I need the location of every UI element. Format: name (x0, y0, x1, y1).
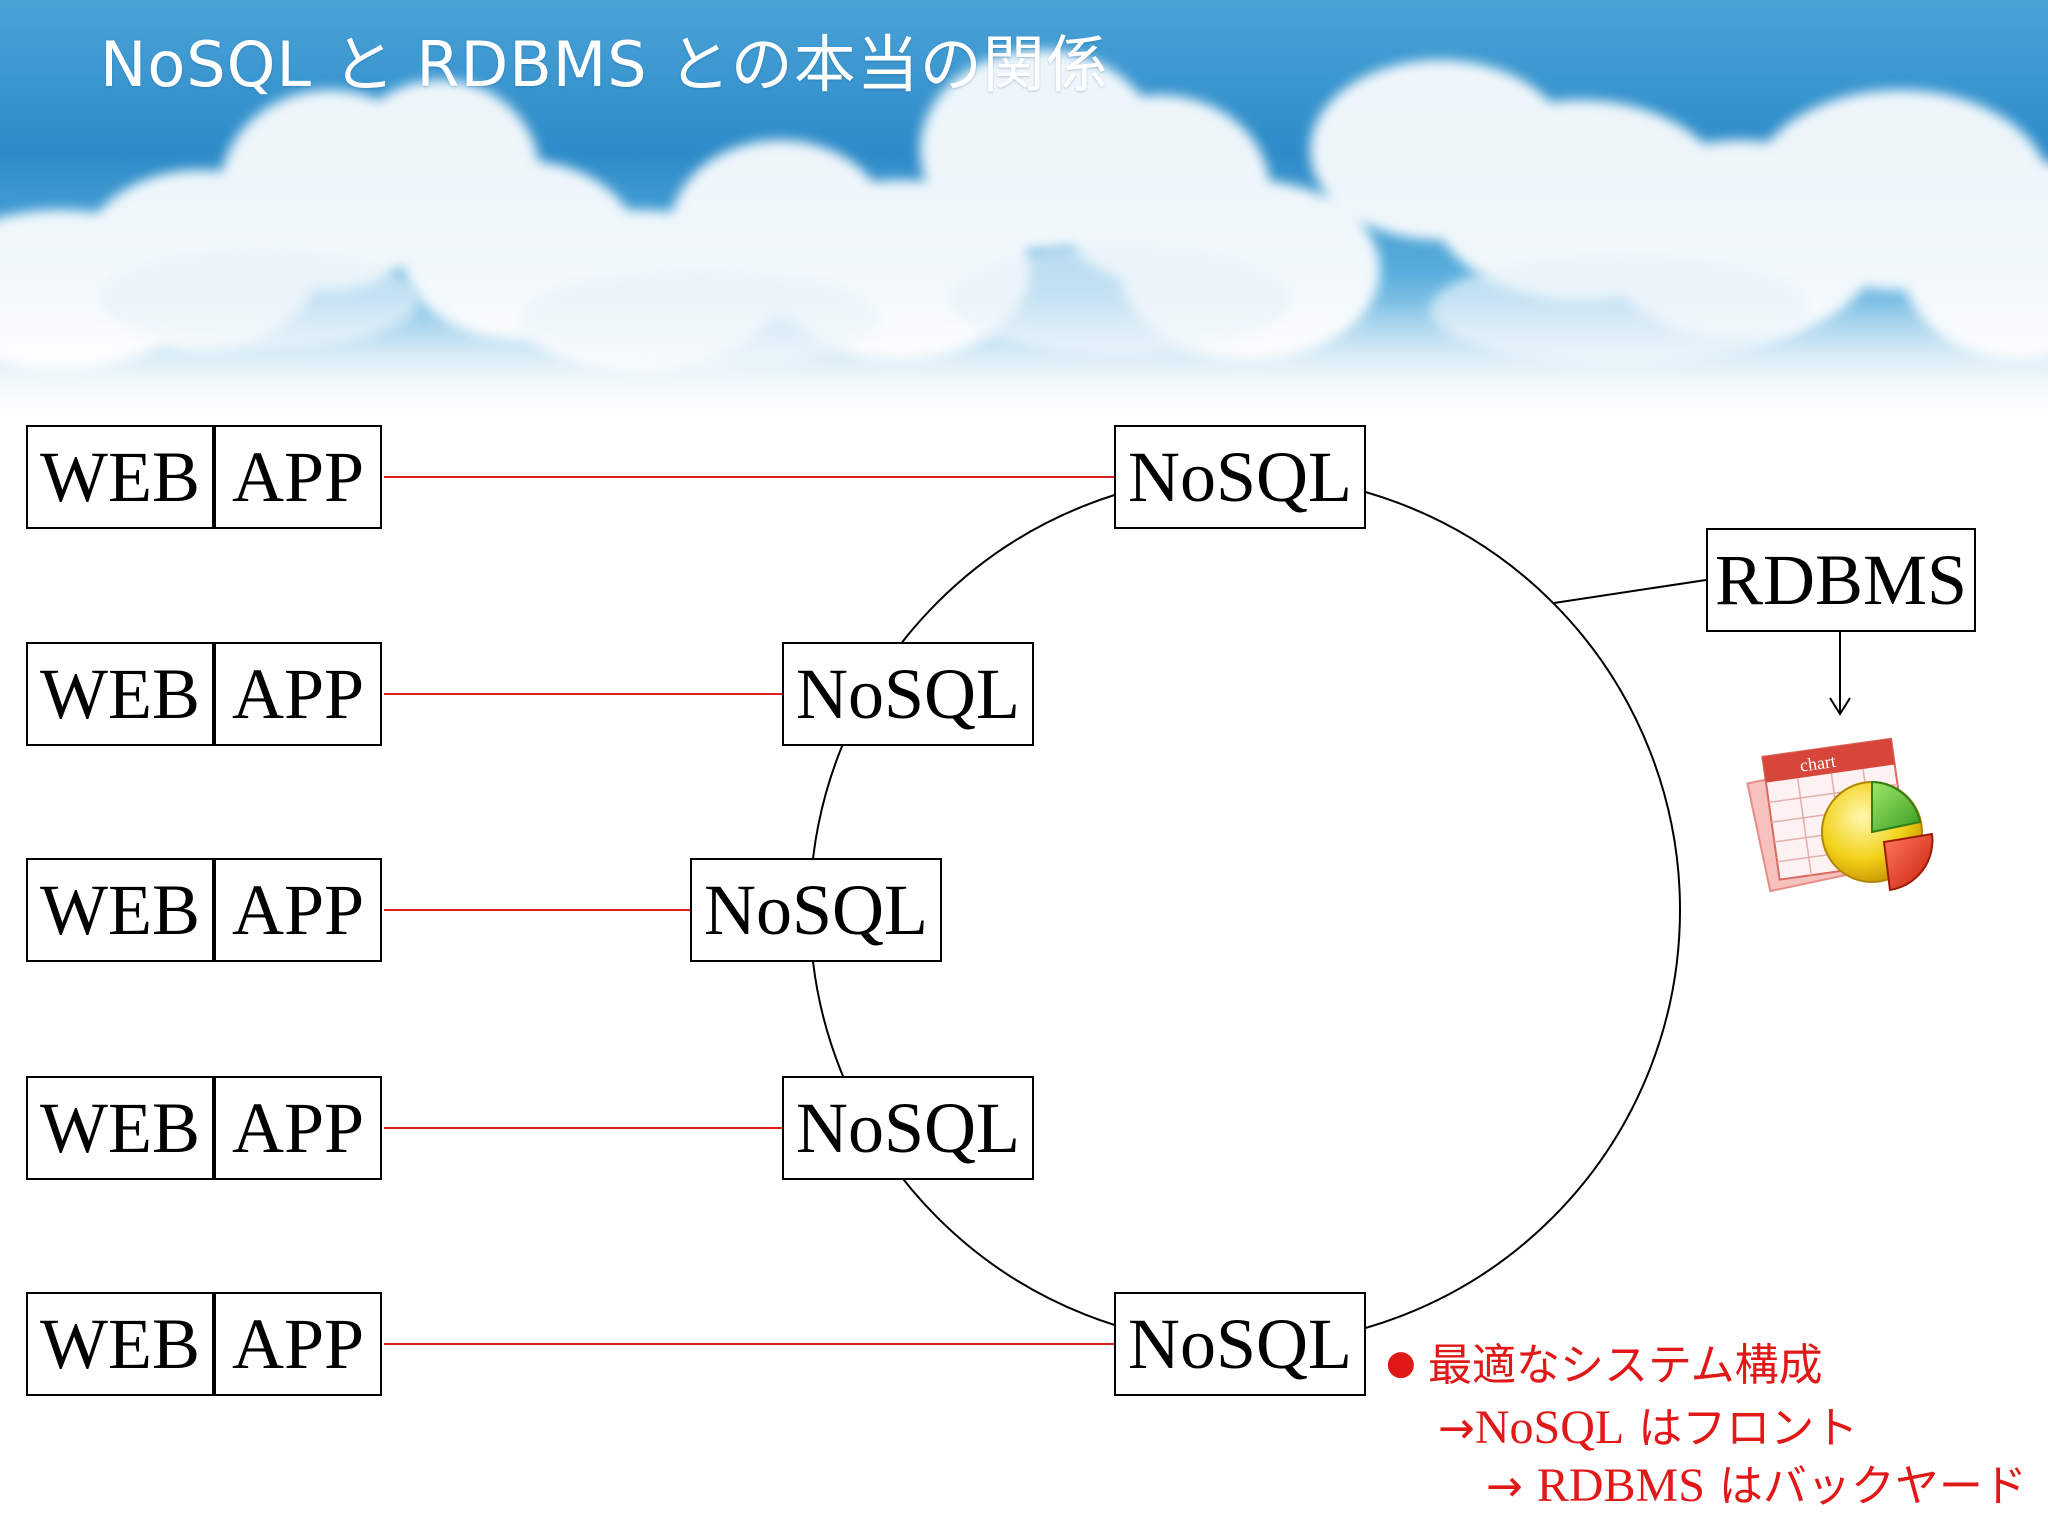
app-box-5: APP (214, 1292, 382, 1396)
note-line-2: →NoSQL はフロント (1438, 1404, 1858, 1452)
arrow-icon: → (1438, 1403, 1475, 1454)
slide-title: NoSQL と RDBMS との本当の関係 (100, 28, 1109, 101)
web-label: WEB (40, 437, 200, 517)
chart-app-icon: chart (1746, 737, 1934, 893)
note-backyard-text: はバックヤード (1704, 1461, 2027, 1512)
rdbms-connector (1553, 579, 1707, 604)
app-label: APP (231, 1088, 365, 1168)
web-box-2: WEB (26, 642, 214, 746)
note-rdbms-term: RDBMS (1536, 1459, 1705, 1512)
clouds-image (0, 50, 2048, 440)
nosql-label: NoSQL (795, 654, 1020, 734)
app-label: APP (231, 1304, 365, 1384)
web-box-5: WEB (26, 1292, 214, 1396)
app-label: APP (231, 437, 365, 517)
app-label: APP (231, 654, 365, 734)
nosql-label: NoSQL (1127, 437, 1352, 517)
app-label: APP (231, 870, 365, 950)
rdbms-box: RDBMS (1706, 528, 1976, 632)
app-box-4: APP (214, 1076, 382, 1180)
nosql-label: NoSQL (703, 870, 928, 950)
nosql-box-1: NoSQL (1114, 425, 1366, 529)
arrow-icon: → (1486, 1461, 1537, 1512)
web-box-3: WEB (26, 858, 214, 962)
rdbms-label: RDBMS (1714, 540, 1968, 620)
web-label: WEB (40, 870, 200, 950)
note-line-1: 最適なシステム構成 (1428, 1340, 1823, 1391)
nosql-box-2: NoSQL (782, 642, 1034, 746)
web-box-4: WEB (26, 1076, 214, 1180)
nosql-box-4: NoSQL (782, 1076, 1034, 1180)
nosql-label: NoSQL (1127, 1304, 1352, 1384)
rdbms-down-arrow-head (1829, 697, 1851, 716)
web-label: WEB (40, 1088, 200, 1168)
note-front-text: はフロント (1624, 1403, 1859, 1454)
note-line-3: → RDBMS はバックヤード (1486, 1462, 2027, 1510)
app-box-1: APP (214, 425, 382, 529)
nosql-box-5: NoSQL (1114, 1292, 1366, 1396)
web-box-1: WEB (26, 425, 214, 529)
nosql-label: NoSQL (795, 1088, 1020, 1168)
web-label: WEB (40, 654, 200, 734)
app-box-3: APP (214, 858, 382, 962)
web-label: WEB (40, 1304, 200, 1384)
chart-icon-label: chart (1799, 751, 1837, 776)
note-nosql-term: NoSQL (1474, 1401, 1625, 1454)
bullet-icon: ● (1386, 1343, 1416, 1383)
app-box-2: APP (214, 642, 382, 746)
nosql-box-3: NoSQL (690, 858, 942, 962)
